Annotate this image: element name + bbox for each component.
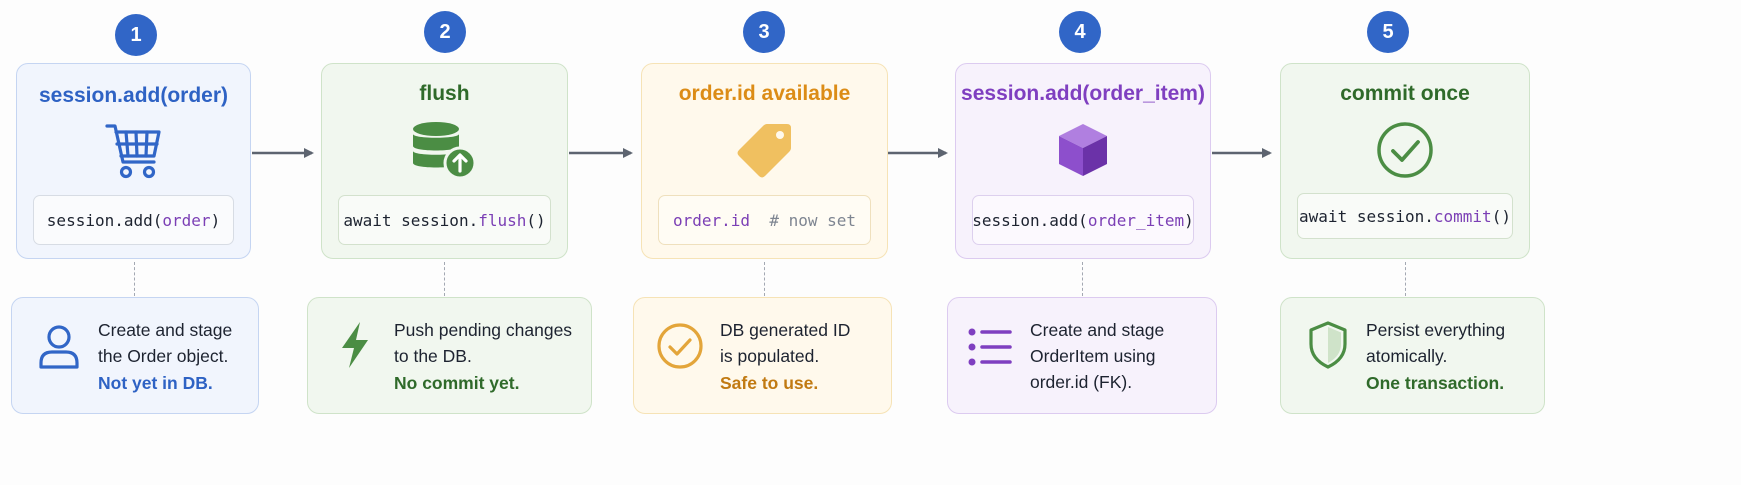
step-1-title: session.add(order)	[38, 84, 229, 107]
step-4-note-line-3: order.id (FK).	[1030, 372, 1133, 392]
step-1-badge: 1	[115, 14, 157, 56]
step-4-badge: 4	[1059, 11, 1101, 53]
check-circle-icon	[1375, 120, 1435, 185]
step-3-note: DB generated ID is populated. Safe to us…	[633, 297, 892, 414]
connector-5	[1405, 262, 1406, 296]
shopping-cart-icon	[104, 122, 164, 185]
tag-icon	[735, 120, 795, 185]
step-5-note-emphasis: One transaction.	[1366, 373, 1505, 393]
step-5-note-line-1: Persist everything	[1366, 320, 1506, 340]
connector-4	[1082, 262, 1083, 296]
step-3-title: order.id available	[678, 82, 851, 105]
step-2-card: flush await session.flush()	[321, 63, 568, 259]
step-3-badge: 3	[743, 11, 785, 53]
step-3-code: order.id # now set	[658, 195, 871, 245]
cube-icon	[1053, 120, 1113, 185]
step-1-note: Create and stage the Order object. Not y…	[11, 297, 259, 414]
step-3-note-emphasis: Safe to use.	[720, 373, 819, 393]
step-3-note-line-2: is populated.	[720, 346, 820, 366]
step-2-note-emphasis: No commit yet.	[394, 373, 520, 393]
step-2-note: Push pending changes to the DB. No commi…	[307, 297, 592, 414]
step-4-note-line-1: Create and stage	[1030, 320, 1165, 340]
step-2-note-line-2: to the DB.	[394, 346, 472, 366]
step-5-note-line-2: atomically.	[1366, 346, 1448, 366]
connector-2	[444, 262, 445, 296]
step-5-note: Persist everything atomically. One trans…	[1280, 297, 1545, 414]
step-4-note: Create and stage OrderItem using order.i…	[947, 297, 1217, 414]
database-upload-icon	[410, 120, 480, 185]
shield-icon	[1307, 320, 1349, 375]
step-4-card: session.add(order_item) session.add(orde…	[955, 63, 1211, 259]
step-1-card: session.add(order) session.add(order)	[16, 63, 251, 259]
step-2-title: flush	[419, 82, 470, 105]
connector-3	[764, 262, 765, 296]
step-3-card: order.id available order.id # now set	[641, 63, 888, 259]
step-3-note-line-1: DB generated ID	[720, 320, 851, 340]
lightning-icon	[338, 320, 372, 375]
step-1-note-line-1: Create and stage	[98, 320, 233, 340]
step-2-note-line-1: Push pending changes	[394, 320, 573, 340]
user-icon	[38, 324, 80, 375]
step-1-code: session.add(order)	[33, 195, 234, 245]
step-1-note-emphasis: Not yet in DB.	[98, 373, 213, 393]
list-icon	[968, 328, 1012, 371]
step-4-note-line-2: OrderItem using	[1030, 346, 1156, 366]
step-4-title: session.add(order_item)	[961, 82, 1205, 105]
step-5-title: commit once	[1340, 82, 1470, 105]
step-2-badge: 2	[424, 11, 466, 53]
step-5-badge: 5	[1367, 11, 1409, 53]
step-2-code: await session.flush()	[338, 195, 551, 245]
check-circle-icon	[656, 322, 704, 375]
step-4-code: session.add(order_item)	[972, 195, 1194, 245]
step-5-card: commit once await session.commit()	[1280, 63, 1530, 259]
connector-1	[134, 262, 135, 296]
step-5-code: await session.commit()	[1297, 193, 1513, 239]
step-1-note-line-2: the Order object.	[98, 346, 229, 366]
